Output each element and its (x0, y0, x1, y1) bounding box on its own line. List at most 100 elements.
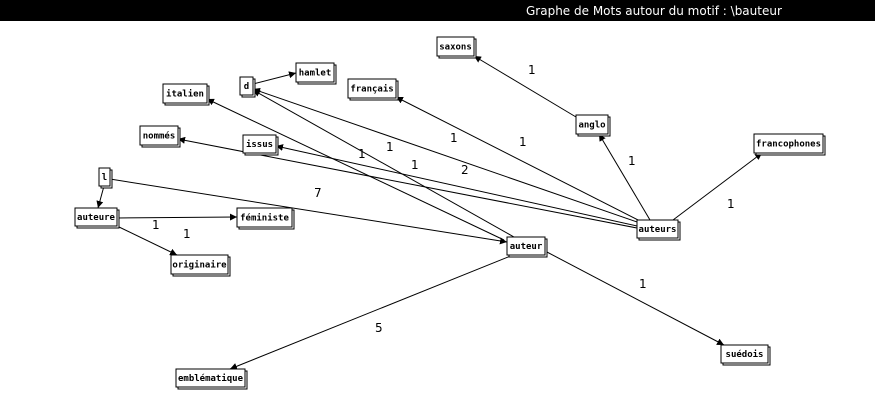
node-box (506, 236, 546, 256)
edge-weight-label: 1 (727, 197, 735, 211)
edge-auteur-to-italien (206, 98, 505, 241)
edge-weight-label: 1 (519, 135, 527, 149)
node-box (436, 36, 475, 57)
edge-auteurs-to-anglo (598, 133, 651, 221)
edge-arrow (109, 178, 508, 245)
edge-weight-label: 7 (314, 186, 322, 200)
edge-arrow (275, 144, 638, 227)
node-label: auteur (510, 242, 543, 252)
edge-weight-label: 1 (639, 277, 647, 291)
edge-labels-layer: 1 1 1 1 1 2 1 1 1 7 1 1 1 5 (152, 63, 735, 335)
node-box (74, 207, 118, 227)
edge-weight-label: 1 (386, 140, 394, 154)
edge-weight-label: 5 (375, 321, 383, 335)
edge-anglo-to-saxons (473, 55, 577, 118)
edge-weight-label: 2 (461, 163, 469, 177)
edge-weight-label: 1 (358, 147, 366, 161)
window-title-bar: Graphe de Mots autour du motif : \bauteu… (0, 0, 875, 21)
node-label: français (350, 84, 393, 95)
node-label: emblématique (178, 373, 244, 384)
node-box (242, 134, 277, 154)
window-title: Graphe de Mots autour du motif : \bauteu… (526, 4, 782, 18)
edge-auteure-to-originaire (116, 225, 178, 256)
edge-arrow (473, 55, 577, 118)
node-label: nommés (143, 131, 176, 142)
edge-weight-label: 1 (183, 227, 191, 241)
edge-arrow (252, 71, 297, 85)
node-suedois[interactable]: suédois (720, 344, 771, 366)
edge-weight-label: 1 (450, 131, 458, 145)
node-francophones[interactable]: francophones (753, 133, 826, 156)
node-issus[interactable]: issus (242, 134, 279, 156)
edge-auteur-to-suedois (544, 250, 725, 346)
node-box (139, 125, 179, 146)
edge-arrow (116, 225, 178, 256)
node-label: l (102, 173, 107, 183)
node-nommes[interactable]: nommés (139, 125, 181, 148)
edge-auteurs-to-d (252, 87, 641, 224)
edges-layer (96, 55, 763, 370)
node-emblematique[interactable]: emblématique (175, 368, 248, 390)
node-box (720, 344, 769, 364)
node-box (236, 207, 293, 228)
node-feministe[interactable]: féministe (236, 207, 295, 230)
node-label: auteure (77, 213, 116, 223)
node-d[interactable]: d (239, 76, 256, 98)
node-box (753, 133, 824, 154)
node-label: auteurs (639, 225, 677, 235)
edge-auteur-to-emblematique (229, 254, 514, 370)
node-label: suédois (726, 349, 764, 360)
node-auteurs[interactable]: auteurs (636, 219, 681, 241)
node-label: saxons (439, 43, 472, 53)
node-anglo[interactable]: anglo (575, 114, 611, 137)
node-l[interactable]: l (98, 167, 113, 189)
node-label: féministe (240, 213, 289, 224)
nodes-layer: saxons hamlet d italien français anglo nommés i… (74, 36, 826, 390)
edge-auteurs-to-francais (395, 96, 641, 222)
node-box (175, 368, 246, 388)
edge-weight-label: 1 (528, 63, 536, 77)
node-box (295, 62, 335, 83)
node-label: d (244, 82, 249, 92)
node-hamlet[interactable]: hamlet (295, 62, 337, 85)
edge-arrow (116, 213, 238, 221)
node-box (170, 254, 229, 275)
edge-arrow (206, 98, 505, 241)
edge-arrow (672, 152, 763, 221)
node-auteur[interactable]: auteur (506, 236, 548, 258)
node-auteure[interactable]: auteure (74, 207, 120, 229)
edge-auteur-to-d (252, 89, 515, 238)
edge-arrow (395, 96, 641, 222)
node-box (636, 219, 679, 239)
node-label: hamlet (299, 69, 332, 79)
node-label: issus (246, 139, 273, 150)
node-label: anglo (578, 121, 605, 131)
word-graph-canvas[interactable]: 1 1 1 1 1 2 1 1 1 7 1 1 1 5 saxons hamlet d italien franç… (0, 21, 875, 415)
node-box (98, 167, 111, 187)
node-saxons[interactable]: saxons (436, 36, 477, 59)
edge-arrow (96, 185, 105, 209)
edge-d-to-hamlet (252, 71, 297, 85)
edge-arrow (252, 87, 641, 224)
edge-weight-label: 1 (152, 218, 160, 232)
node-label: italien (166, 89, 204, 100)
node-box (162, 83, 208, 104)
edge-auteurs-to-issus (275, 144, 638, 227)
node-label: francophones (756, 140, 821, 150)
edge-auteurs-to-francophones (672, 152, 763, 221)
node-originaire[interactable]: originaire (170, 254, 231, 277)
node-label: originaire (172, 260, 227, 271)
edge-arrow (544, 250, 725, 346)
edge-auteure-to-feministe (116, 213, 238, 221)
edge-arrow (229, 254, 514, 370)
edge-weight-label: 1 (628, 154, 636, 168)
edge-weight-label: 1 (411, 158, 419, 172)
node-box (239, 76, 254, 96)
edge-l-to-auteure (96, 185, 105, 209)
node-box (575, 114, 609, 135)
edge-arrow (598, 133, 651, 221)
node-italien[interactable]: italien (162, 83, 210, 106)
node-francais[interactable]: français (347, 78, 399, 101)
node-box (347, 78, 397, 99)
edge-l-to-auteur (109, 178, 508, 245)
